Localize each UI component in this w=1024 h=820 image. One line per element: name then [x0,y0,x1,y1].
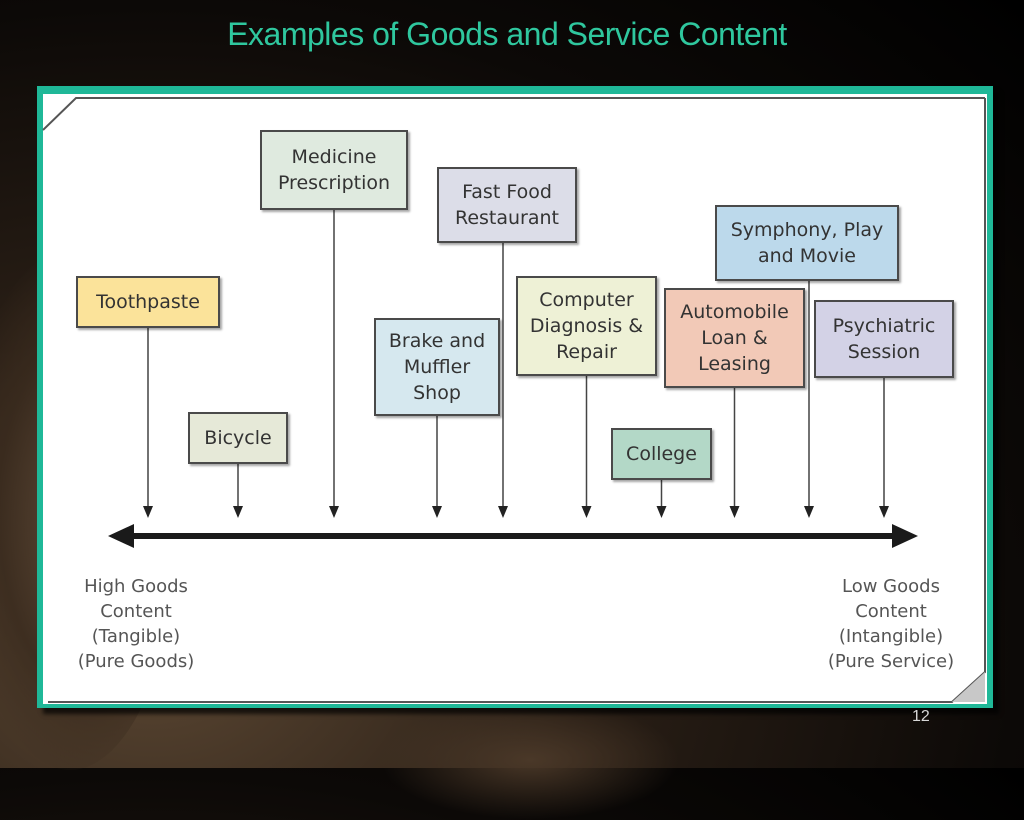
box-computer-diagnosis-repair: Computer Diagnosis & Repair [516,276,657,376]
panel-corner-fill [952,672,985,702]
connector-arrowhead-bicycle [233,506,243,518]
connector-layer [143,210,889,518]
box-brake-muffler-shop: Brake and Muffler Shop [374,318,500,416]
axis-left-arrowhead [108,524,134,548]
right-end-label: Low Goods Content (Intangible) (Pure Ser… [827,576,955,672]
box-label: Psychiatric Session [832,315,936,363]
left-end-label: High Goods Content (Tangible) (Pure Good… [77,576,195,672]
box-label: Fast Food Restaurant [454,181,560,229]
connector-arrowhead-brake [432,506,442,518]
box-college: College [611,428,712,480]
connector-arrowhead-computer [581,506,592,518]
box-label: Bicycle [204,427,272,449]
box-label: Symphony, Play and Movie [730,219,884,267]
box-label: Brake and Muffler Shop [388,330,486,404]
box-symphony-play-movie: Symphony, Play and Movie [715,205,899,281]
connector-arrowhead-automobile [729,506,740,518]
box-toothpaste: Toothpaste [76,276,220,328]
box-bicycle: Bicycle [188,412,288,464]
box-medicine-prescription: Medicine Prescription [260,130,408,210]
axis-right-arrowhead [892,524,918,548]
page-number: 12 [912,708,930,725]
slide-title: Examples of Goods and Service Content [227,16,787,52]
box-label: Automobile Loan & Leasing [680,301,789,375]
diagram-connectors [42,97,986,703]
box-psychiatric-session: Psychiatric Session [814,300,954,378]
panel-bevel-top-left [42,97,985,131]
connector-arrowhead-fastfood [498,506,508,518]
box-label: Medicine Prescription [277,146,391,194]
box-label: College [626,443,697,465]
box-automobile-loan-leasing: Automobile Loan & Leasing [664,288,805,388]
connector-arrowhead-symphony [804,506,814,518]
box-label: Computer Diagnosis & Repair [529,289,644,363]
box-label: Toothpaste [96,291,200,313]
connector-arrowhead-medicine [329,506,339,518]
box-fast-food-restaurant: Fast Food Restaurant [437,167,577,243]
connector-arrowhead-toothpaste [143,506,153,518]
connector-arrowhead-psychiatric [879,506,889,518]
connector-arrowhead-college [656,506,667,518]
